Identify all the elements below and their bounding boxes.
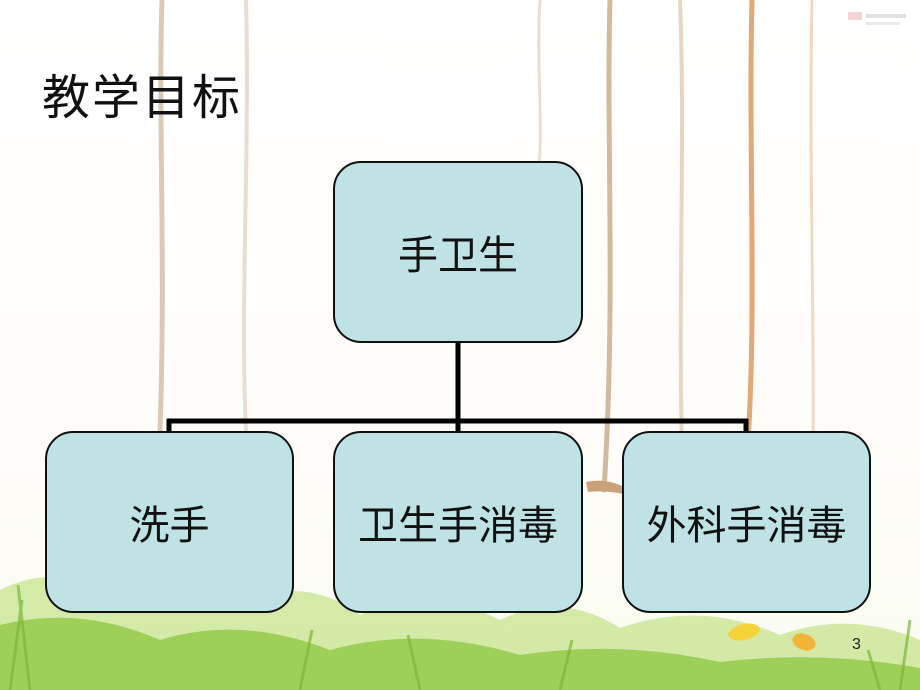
watermark-logo bbox=[848, 12, 906, 25]
diagram-child-node-hygienic-hand-disinfection: 卫生手消毒 bbox=[333, 431, 583, 613]
diagram-child-node-handwashing: 洗手 bbox=[45, 431, 294, 613]
page-number: 3 bbox=[852, 636, 861, 653]
slide-title: 教学目标 bbox=[42, 70, 243, 126]
diagram-child-node-surgical-hand-disinfection: 外科手消毒 bbox=[622, 431, 871, 613]
diagram-root-node: 手卫生 bbox=[333, 161, 583, 343]
